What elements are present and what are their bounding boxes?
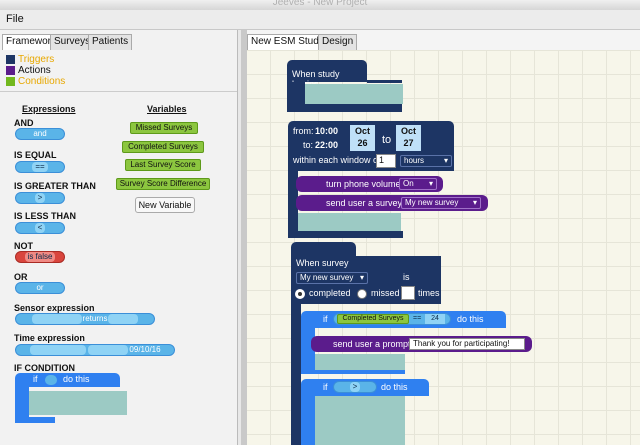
menu-bar: File bbox=[0, 10, 640, 30]
if-block-2-slot bbox=[315, 396, 405, 445]
if-condition-arm bbox=[15, 387, 29, 417]
time-window-slot bbox=[298, 213, 401, 231]
when-survey-arm bbox=[291, 304, 301, 445]
tab-design[interactable]: Design bbox=[318, 34, 358, 50]
is-greater-label: IS GREATER THAN bbox=[14, 181, 96, 191]
legend-conditions-label: Conditions bbox=[18, 76, 66, 87]
is-equal-block[interactable]: == bbox=[15, 161, 65, 173]
title-bar: Jeeves - New Project bbox=[0, 0, 640, 10]
sensor-block[interactable]: returns bbox=[15, 313, 155, 325]
is-equal-label: IS EQUAL bbox=[14, 150, 57, 160]
legend-actions-label: Actions bbox=[18, 65, 51, 76]
legend-actions: Actions bbox=[6, 65, 65, 76]
radio-missed[interactable] bbox=[357, 289, 367, 299]
if-block-1-slot bbox=[315, 354, 405, 370]
expressions-header: Expressions bbox=[22, 104, 76, 114]
study-begins-foot bbox=[287, 104, 402, 112]
conditions-swatch bbox=[6, 77, 15, 86]
window-title: Jeeves - New Project bbox=[272, 0, 368, 8]
legend-conditions: Conditions bbox=[6, 76, 65, 87]
tab-new-esm-study[interactable]: New ESM Study bbox=[247, 34, 328, 50]
var-last-survey-score[interactable]: Last Survey Score bbox=[125, 159, 201, 171]
when-survey-select[interactable]: My new survey▾ bbox=[296, 272, 368, 284]
prompt-text-input[interactable]: Thank you for participating! bbox=[409, 338, 525, 350]
compare-value[interactable]: 24 bbox=[425, 314, 445, 324]
if-block-1-foot bbox=[301, 370, 405, 374]
send-survey-block[interactable]: send user a survey: My new survey▾ bbox=[296, 195, 488, 211]
send-prompt-block[interactable]: send user a prompt: Thank you for partic… bbox=[311, 336, 532, 352]
time-window-foot bbox=[288, 231, 403, 238]
variables-header: Variables bbox=[147, 104, 187, 114]
window-unit-select[interactable]: hours▾ bbox=[400, 155, 452, 167]
from-time[interactable]: 10:00 bbox=[315, 126, 339, 136]
left-panel: Framework Surveys Patients Triggers Acti… bbox=[0, 30, 238, 445]
divider bbox=[0, 91, 237, 92]
ifcond-label: IF CONDITION bbox=[14, 363, 75, 373]
is-less-label: IS LESS THAN bbox=[14, 211, 77, 221]
if-condition-slot bbox=[29, 391, 127, 415]
legend-triggers: Triggers bbox=[6, 54, 65, 65]
if-block-2[interactable]: if > do this bbox=[301, 379, 429, 396]
study-begins-block[interactable]: When study begins bbox=[287, 60, 367, 89]
workspace-scrollbar[interactable] bbox=[241, 30, 247, 445]
legend-triggers-label: Triggers bbox=[18, 54, 55, 65]
time-block[interactable]: 09/10/16 bbox=[15, 344, 175, 356]
triggers-swatch bbox=[6, 55, 15, 64]
is-less-block[interactable]: < bbox=[15, 222, 65, 234]
study-begins-arm bbox=[287, 82, 305, 106]
menu-file[interactable]: File bbox=[6, 13, 24, 25]
new-variable-button[interactable]: New Variable bbox=[135, 197, 195, 213]
radio-completed[interactable] bbox=[295, 289, 305, 299]
greater-expression[interactable]: > bbox=[333, 381, 377, 393]
or-label: OR bbox=[14, 272, 28, 282]
volume-state-select[interactable]: On▾ bbox=[399, 178, 437, 190]
study-begins-top bbox=[367, 80, 402, 83]
turn-volume-block[interactable]: turn phone volume On▾ bbox=[296, 176, 443, 192]
time-window-arm bbox=[288, 171, 298, 233]
and-label: AND bbox=[14, 118, 34, 128]
if-condition-block[interactable]: if do this bbox=[15, 373, 120, 387]
if-condition-foot bbox=[15, 417, 55, 423]
study-begins-slot bbox=[305, 84, 403, 104]
var-missed-surveys[interactable]: Missed Surveys bbox=[130, 122, 198, 134]
tab-patients[interactable]: Patients bbox=[88, 34, 133, 50]
missed-times-input[interactable] bbox=[401, 286, 415, 300]
legend: Triggers Actions Conditions bbox=[6, 54, 65, 87]
is-greater-block[interactable]: > bbox=[15, 192, 65, 204]
var-completed-surveys[interactable]: Completed Surveys bbox=[122, 141, 204, 153]
survey-choice-select[interactable]: My new survey▾ bbox=[401, 197, 481, 209]
actions-swatch bbox=[6, 66, 15, 75]
or-block[interactable]: or bbox=[15, 282, 65, 294]
var-survey-score-difference[interactable]: Survey Score Difference bbox=[116, 178, 210, 190]
when-survey-block[interactable]: When survey My new survey▾ is completed … bbox=[291, 256, 441, 304]
not-label: NOT bbox=[14, 241, 33, 251]
if-block-1[interactable]: if Completed Surveys == 24 do this bbox=[301, 311, 506, 328]
not-block[interactable]: is false bbox=[15, 251, 65, 263]
when-survey-tab bbox=[291, 242, 356, 260]
sensor-label: Sensor expression bbox=[14, 303, 95, 313]
window-value-input[interactable]: 1 bbox=[376, 154, 396, 168]
time-label: Time expression bbox=[14, 333, 85, 343]
completed-surveys-var[interactable]: Completed Surveys bbox=[337, 314, 409, 324]
if-block-2-arm bbox=[301, 396, 315, 445]
and-block[interactable]: and bbox=[15, 128, 65, 140]
to-time[interactable]: 22:00 bbox=[315, 140, 339, 150]
